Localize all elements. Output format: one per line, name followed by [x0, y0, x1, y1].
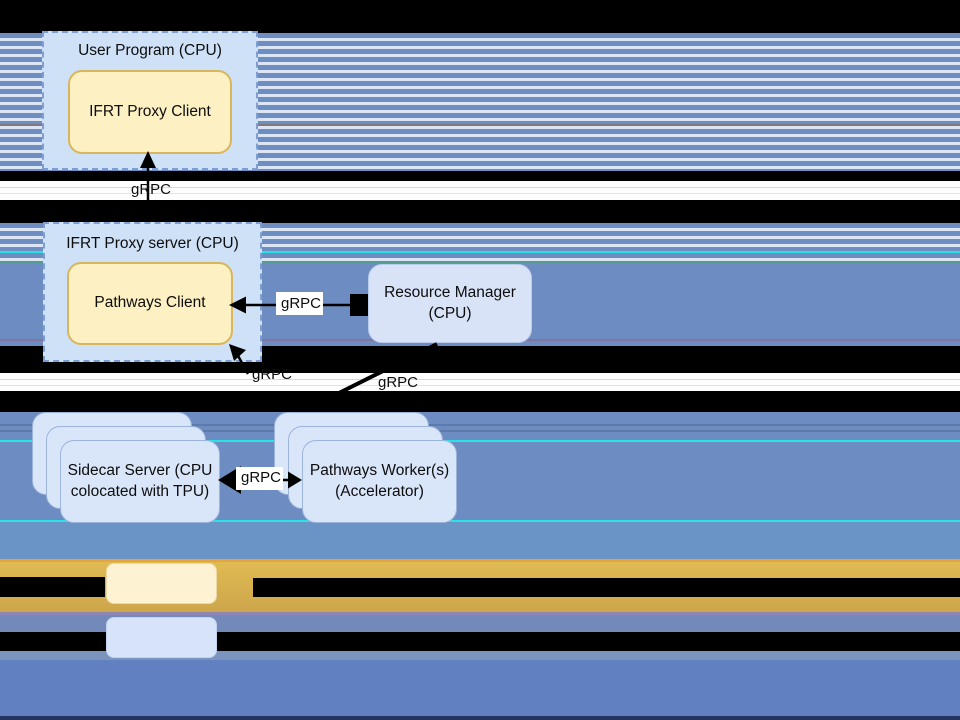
glitch-line	[0, 261, 960, 263]
label-patch	[236, 467, 283, 490]
glitch-line	[0, 251, 960, 253]
glitch-band	[0, 181, 960, 200]
node-sidecar-server-label-line2: colocated with TPU)	[70, 482, 210, 500]
glitch-line	[0, 424, 960, 426]
glitch-line	[0, 430, 960, 432]
legend-blue-swatch	[106, 617, 217, 658]
edge-label-grpc-5: gRPC	[241, 469, 282, 486]
glitch-line	[0, 612, 960, 615]
redacted-text-bar	[0, 577, 105, 597]
glitch-band	[0, 716, 960, 720]
node-resource-manager-label-line2: (CPU)	[428, 304, 472, 322]
redacted-text-bar	[253, 578, 960, 597]
glitch-band	[0, 0, 960, 33]
node-pathways-workers: Pathways Worker(s) (Accelerator)	[302, 440, 457, 523]
glitch-band	[0, 391, 960, 412]
glitch-band	[0, 660, 960, 716]
glitch-band	[0, 615, 960, 632]
group-user-program-title: User Program (CPU)	[78, 42, 222, 59]
edge-label-grpc-3: gRPC	[252, 366, 293, 383]
node-pathways-workers-label-line2: (Accelerator)	[335, 482, 424, 500]
glitch-band	[0, 522, 960, 559]
edge-label-grpc-1: gRPC	[131, 181, 172, 198]
glitch-band	[0, 651, 960, 660]
node-sidecar-server-label-line1: Sidecar Server (CPU	[67, 462, 213, 480]
label-patch	[276, 292, 323, 315]
glitch-line	[0, 124, 960, 126]
node-ifrt-proxy-client: IFRT Proxy Client	[68, 70, 232, 154]
node-resource-manager-label-line1: Resource Manager	[384, 284, 516, 302]
glitch-line	[0, 559, 960, 562]
glitch-band	[0, 171, 960, 181]
node-resource-manager: Resource Manager (CPU)	[368, 264, 532, 343]
group-ifrt-proxy-server-title: IFRT Proxy server (CPU)	[66, 235, 239, 252]
edge-label-grpc-2: gRPC	[281, 295, 322, 312]
glitch-line	[0, 440, 960, 442]
glitch-band	[0, 373, 960, 391]
node-pathways-client-label: Pathways Client	[94, 294, 206, 312]
legend-yellow-swatch	[106, 563, 217, 604]
node-pathways-workers-label-line1: Pathways Worker(s)	[309, 462, 450, 480]
glitch-band	[0, 632, 960, 651]
node-pathways-client: Pathways Client	[67, 262, 233, 345]
node-sidecar-server: Sidecar Server (CPU colocated with TPU)	[60, 440, 220, 523]
node-ifrt-proxy-client-label: IFRT Proxy Client	[89, 102, 211, 120]
glitch-band	[0, 200, 960, 223]
glitch-line	[0, 520, 960, 522]
edge-label-grpc-4: gRPC	[378, 374, 419, 391]
